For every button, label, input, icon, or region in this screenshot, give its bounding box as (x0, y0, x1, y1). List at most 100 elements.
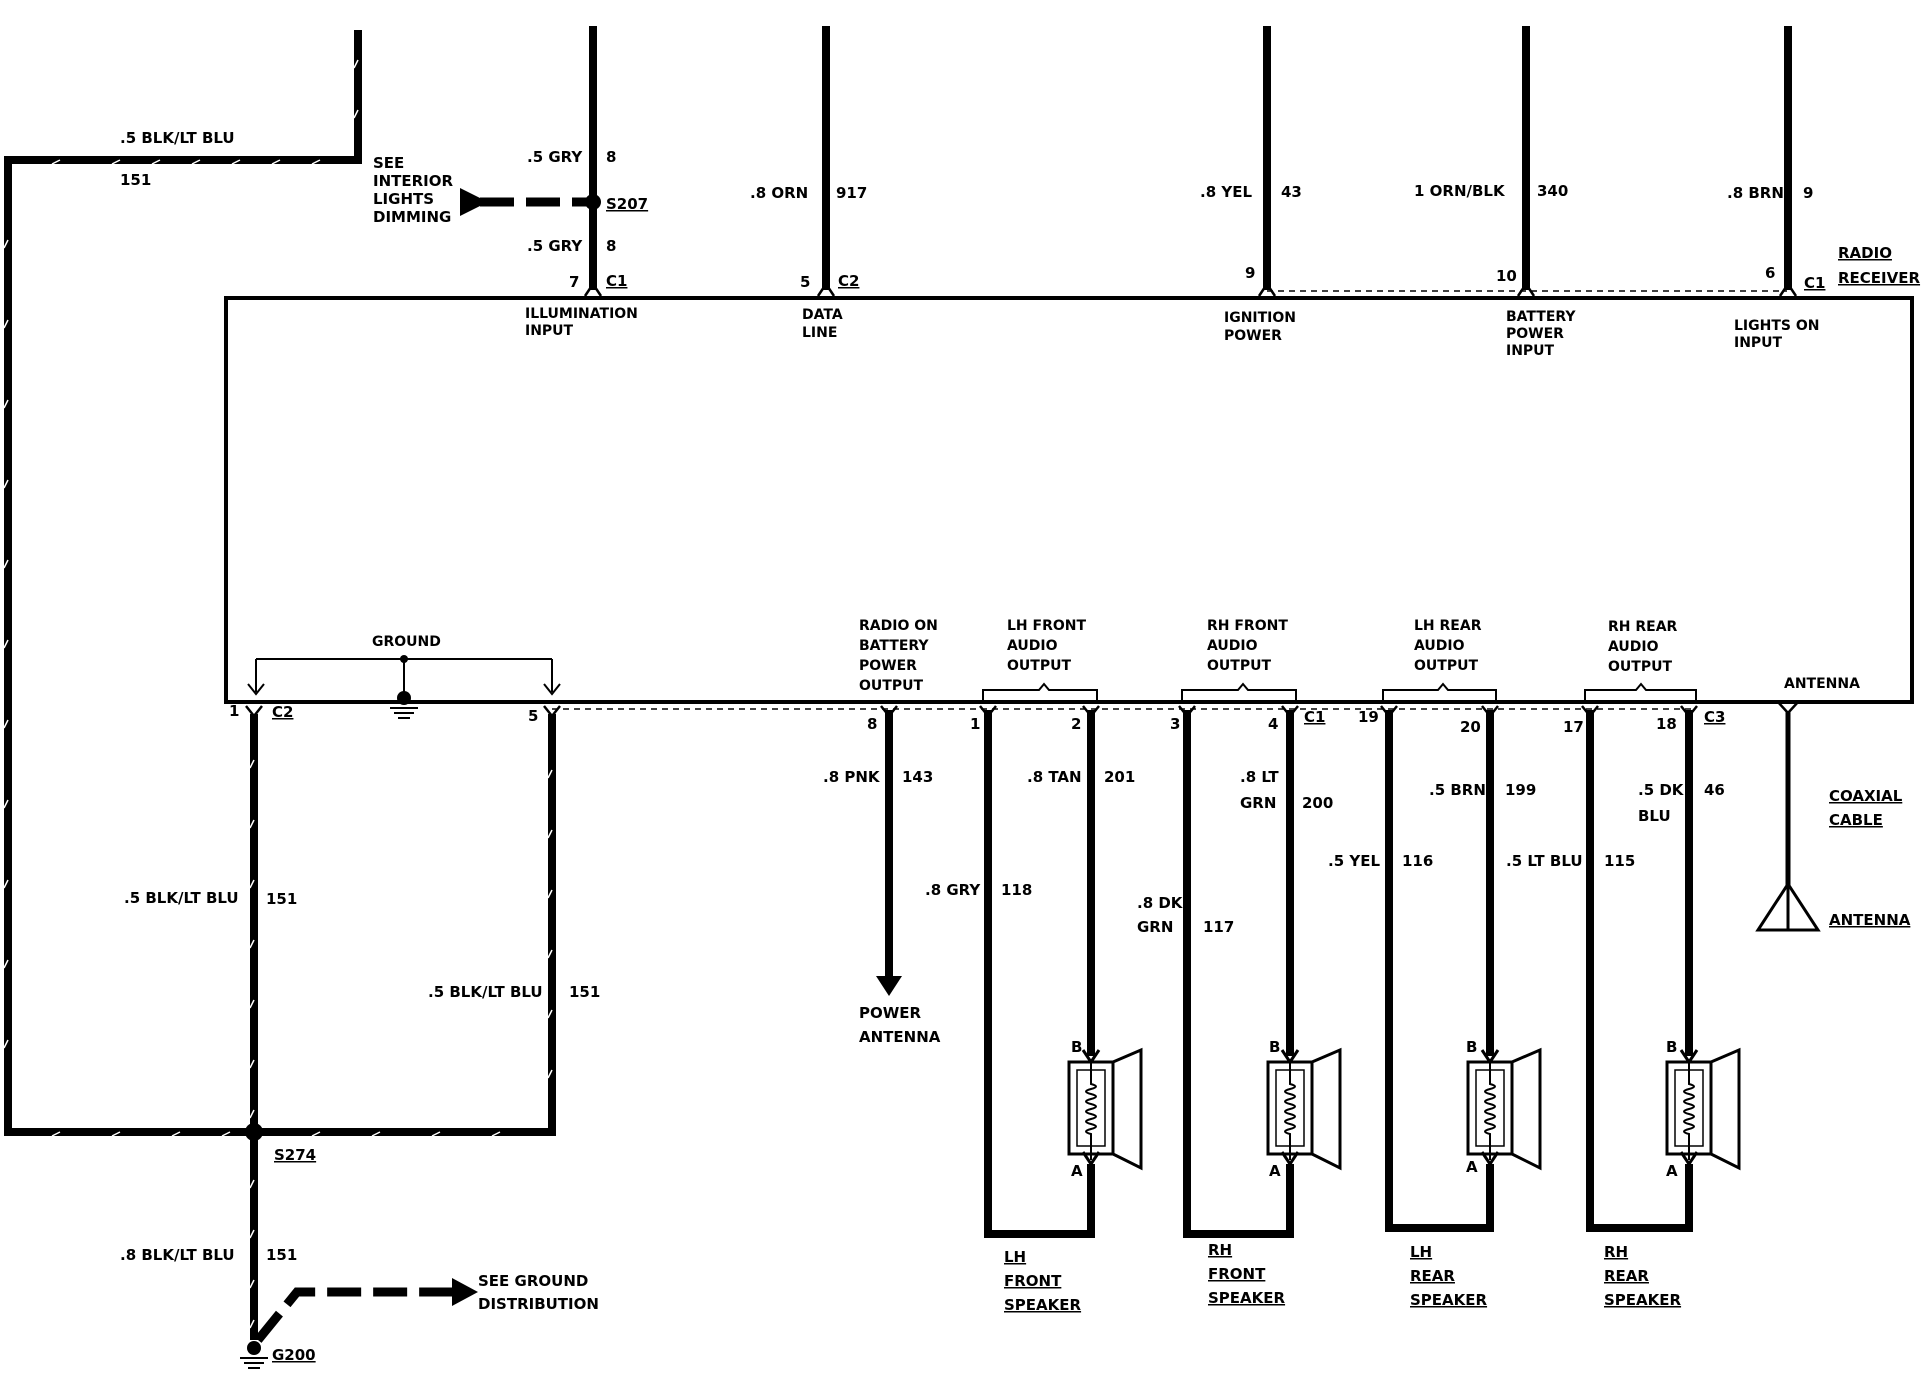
svg-text:.5 BLK/LT BLU: .5 BLK/LT BLU (428, 983, 543, 1001)
svg-text:INPUT: INPUT (525, 323, 574, 339)
svg-text:B: B (1269, 1038, 1280, 1056)
svg-text:.8 DK: .8 DK (1137, 894, 1184, 912)
svg-text:151: 151 (266, 1246, 297, 1264)
svg-text:.5 BRN: .5 BRN (1429, 781, 1486, 799)
svg-text:.5 YEL: .5 YEL (1328, 852, 1380, 870)
svg-text:LINE: LINE (802, 325, 837, 341)
svg-text:G200: G200 (272, 1346, 316, 1364)
svg-text:.5 BLK/LT BLU: .5 BLK/LT BLU (124, 889, 239, 907)
svg-text:4: 4 (1268, 715, 1278, 733)
speaker-lh-front: LH FRONT AUDIO OUTPUT 1 2 .8 TAN 201 .8 … (925, 618, 1135, 1238)
svg-text:A: A (1666, 1162, 1678, 1180)
svg-text:LH REAR: LH REAR (1414, 618, 1482, 634)
svg-text:19: 19 (1358, 708, 1379, 726)
svg-text:143: 143 (902, 768, 933, 786)
arrow-left-icon (460, 188, 488, 216)
svg-text:AUDIO: AUDIO (1007, 638, 1058, 654)
wire-ground-left: 1 C2 .5 BLK/LT BLU 151 (124, 702, 297, 1132)
svg-text:DISTRIBUTION: DISTRIBUTION (478, 1295, 599, 1313)
svg-text:CABLE: CABLE (1829, 811, 1883, 829)
arrow-left-icon-ground (452, 1278, 478, 1306)
svg-text:17: 17 (1563, 718, 1584, 736)
splice-s207: S207 SEE INTERIOR LIGHTS DIMMING (373, 154, 648, 226)
component-name-line2: RECEIVER (1838, 269, 1920, 287)
speaker-name-rh-front-1: FRONT (1208, 1265, 1266, 1283)
wire-ground-right: 5 .5 BLK/LT BLU 151 (257, 705, 600, 1137)
svg-text:6: 6 (1765, 264, 1775, 282)
svg-text:201: 201 (1104, 768, 1135, 786)
svg-text:BATTERY: BATTERY (859, 638, 929, 654)
svg-text:S274: S274 (274, 1146, 316, 1164)
svg-text:SEE GROUND: SEE GROUND (478, 1272, 588, 1290)
svg-text:43: 43 (1281, 183, 1302, 201)
splice-s274: S274 .8 BLK/LT BLU 151 SEE GROUND DISTRI… (120, 1123, 599, 1369)
svg-text:1: 1 (970, 715, 980, 733)
svg-text:ANTENNA: ANTENNA (1829, 911, 1911, 929)
speaker-coil-icon (1683, 1060, 1695, 1160)
svg-text:340: 340 (1537, 182, 1568, 200)
svg-text:151: 151 (120, 171, 151, 189)
antenna-section: ANTENNA COAXIAL CABLE ANTENNA (1755, 676, 1911, 932)
svg-text:3: 3 (1170, 715, 1180, 733)
svg-text:OUTPUT: OUTPUT (1007, 658, 1071, 674)
svg-text:GRN: GRN (1137, 918, 1173, 936)
svg-text:LIGHTS ON: LIGHTS ON (1734, 318, 1819, 334)
svg-text:LH FRONT: LH FRONT (1007, 618, 1086, 634)
svg-text:B: B (1071, 1038, 1082, 1056)
svg-text:.5 BLK/LT BLU: .5 BLK/LT BLU (120, 129, 235, 147)
svg-text:9: 9 (1803, 184, 1813, 202)
svg-text:C3: C3 (1704, 708, 1725, 726)
speaker-name-rh-front-2: SPEAKER (1208, 1289, 1286, 1307)
svg-text:151: 151 (266, 890, 297, 908)
svg-text:C2: C2 (272, 703, 293, 721)
svg-text:INPUT: INPUT (1506, 343, 1555, 359)
svg-text:8: 8 (867, 715, 877, 733)
svg-text:.5 LT BLU: .5 LT BLU (1506, 852, 1583, 870)
svg-text:BLU: BLU (1638, 807, 1671, 825)
svg-text:POWER: POWER (1506, 326, 1564, 342)
svg-text:C1: C1 (1304, 708, 1325, 726)
speaker-lh-rear: LH REAR AUDIO OUTPUT 19 20 .5 BRN 199 .5… (1328, 618, 1536, 1232)
radio-receiver-box (224, 296, 1914, 704)
svg-text:118: 118 (1001, 881, 1032, 899)
svg-text:115: 115 (1604, 852, 1635, 870)
svg-text:1: 1 (229, 702, 239, 720)
svg-text:BATTERY: BATTERY (1506, 309, 1576, 325)
svg-text:199: 199 (1505, 781, 1536, 799)
svg-text:A: A (1269, 1162, 1281, 1180)
svg-text:.5 DK: .5 DK (1638, 781, 1685, 799)
svg-text:18: 18 (1656, 715, 1677, 733)
svg-text:B: B (1466, 1038, 1477, 1056)
svg-text:20: 20 (1460, 718, 1481, 736)
svg-text:116: 116 (1402, 852, 1433, 870)
svg-text:117: 117 (1203, 918, 1234, 936)
ground-internal: GROUND (247, 634, 561, 719)
svg-text:.8 BLK/LT BLU: .8 BLK/LT BLU (120, 1246, 235, 1264)
svg-text:917: 917 (836, 184, 867, 202)
svg-text:.8 TAN: .8 TAN (1027, 768, 1082, 786)
svg-text:.8 GRY: .8 GRY (925, 881, 981, 899)
svg-text:10: 10 (1496, 267, 1517, 285)
speaker-name-rh-rear-1: REAR (1604, 1267, 1649, 1285)
svg-text:AUDIO: AUDIO (1608, 639, 1659, 655)
svg-text:POWER: POWER (1224, 328, 1282, 344)
speaker-name-lh-front-2: SPEAKER (1004, 1296, 1082, 1314)
svg-text:2: 2 (1071, 715, 1081, 733)
svg-text:S207: S207 (606, 195, 648, 213)
wire-ignition-power: .8 YEL 43 9 IGNITION POWER (1200, 26, 1302, 344)
svg-text:OUTPUT: OUTPUT (859, 678, 923, 694)
wire-lights-on: .8 BRN 9 6 C1 LIGHTS ON INPUT (1727, 26, 1825, 351)
svg-text:RH REAR: RH REAR (1608, 619, 1678, 635)
svg-text:COAXIAL: COAXIAL (1829, 787, 1903, 805)
speaker-name-rh-rear-2: SPEAKER (1604, 1291, 1682, 1309)
svg-text:46: 46 (1704, 781, 1725, 799)
svg-text:5: 5 (800, 273, 810, 291)
wire-power-antenna: RADIO ON BATTERY POWER OUTPUT 8 .8 PNK 1… (823, 618, 941, 1046)
svg-text:IGNITION: IGNITION (1224, 310, 1296, 326)
svg-text:A: A (1071, 1162, 1083, 1180)
svg-text:1 ORN/BLK: 1 ORN/BLK (1414, 182, 1506, 200)
svg-text:151: 151 (569, 983, 600, 1001)
